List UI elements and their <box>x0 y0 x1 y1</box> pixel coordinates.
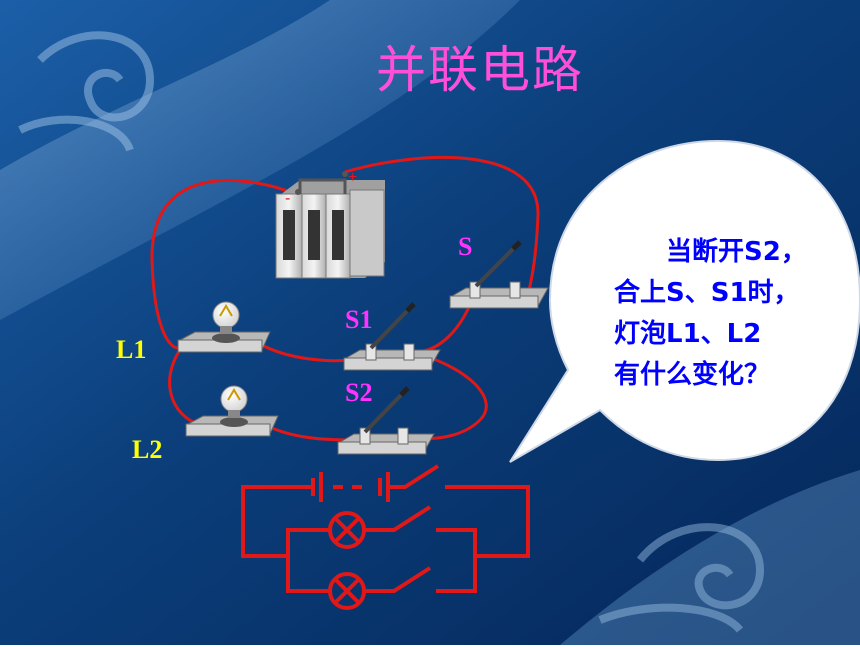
label-l2: L2 <box>132 435 163 464</box>
label-s1: S1 <box>345 305 373 334</box>
bubble-question: 当断开S2， 合上S、S1时， 灯泡L1、L2 有什么变化？ <box>614 232 850 396</box>
switch-s-icon <box>449 240 549 309</box>
speech-bubble <box>509 139 860 463</box>
schematic-branch-bottom <box>286 556 477 593</box>
label-s2: S2 <box>345 378 373 407</box>
cloud-ornament-left <box>18 31 155 152</box>
slide-title: 并联电路 <box>376 41 584 99</box>
battery-icon <box>275 171 385 279</box>
label-l1: L1 <box>116 335 147 364</box>
bubble-line-3: 灯泡L1、L2 <box>614 319 762 349</box>
schematic-main-switch <box>388 464 530 558</box>
lamp-l1-icon <box>177 301 271 353</box>
battery-plus-label: + <box>348 169 357 186</box>
schematic-diagram <box>241 464 530 610</box>
schematic-lamp-l2-icon <box>328 572 366 610</box>
wire-battery-to-l1 <box>150 178 299 350</box>
schematic-branch-top <box>286 505 477 556</box>
light-band-lower <box>560 470 860 645</box>
schematic-lamp-l1-icon <box>328 511 366 549</box>
lamp-l2-icon <box>185 385 279 437</box>
cloud-ornament-right <box>598 523 765 633</box>
wire-l1-to-s1 <box>261 343 351 363</box>
light-band <box>0 0 520 320</box>
schematic-battery-cells <box>311 472 390 502</box>
bubble-line-1: 当断开S2， <box>666 237 807 267</box>
bubble-line-4: 有什么变化？ <box>614 360 771 390</box>
switch-s2-icon <box>337 386 435 455</box>
label-s: S <box>458 232 473 261</box>
bubble-line-2: 合上S、S1时， <box>614 278 800 308</box>
battery-minus-label: - <box>285 190 290 207</box>
wire-battery-to-s <box>344 156 540 296</box>
wire-s1-to-s2 <box>419 353 488 440</box>
wire-l1-to-l2 <box>168 349 201 427</box>
schematic-top-left-wire <box>241 485 313 558</box>
switch-s1-icon <box>343 302 441 371</box>
wires <box>150 156 540 442</box>
